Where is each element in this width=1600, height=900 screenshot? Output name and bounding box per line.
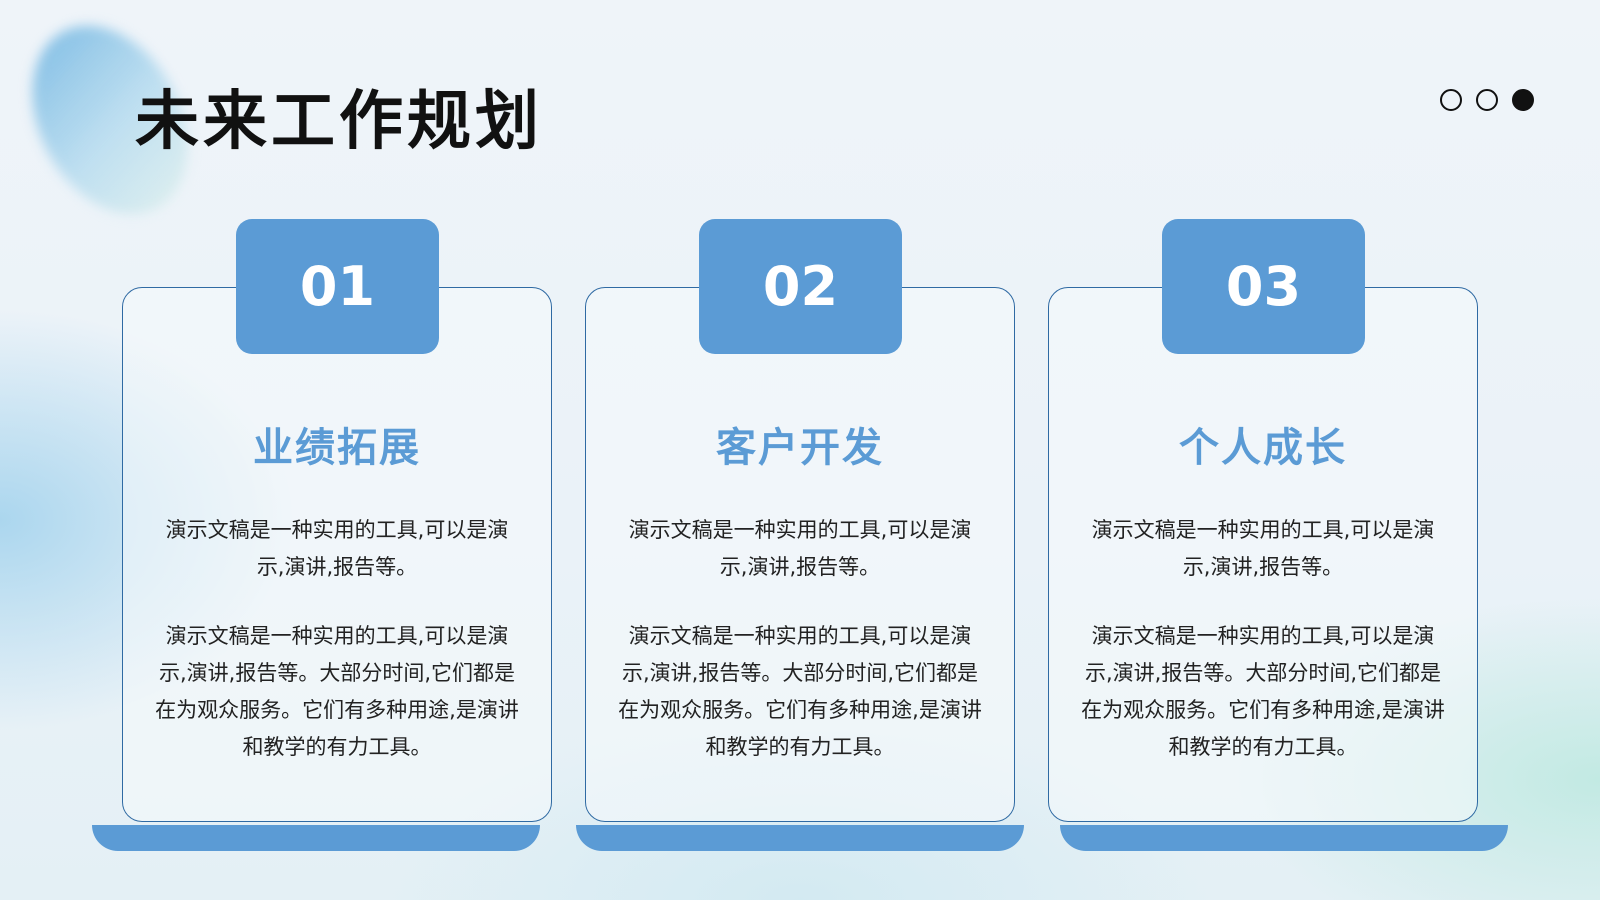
card-1-number: 01 xyxy=(236,219,439,354)
card-3-text-long: 演示文稿是一种实用的工具,可以是演示,演讲,报告等。大部分时间,它们都是在为观众… xyxy=(1081,624,1445,759)
card-2 xyxy=(585,287,1015,822)
card-3 xyxy=(1048,287,1478,822)
card-2-title: 客户开发 xyxy=(716,425,884,471)
card-3-base xyxy=(1060,825,1508,851)
card-1-base xyxy=(92,825,540,851)
card-2-base xyxy=(576,825,1024,851)
card-1-text-short: 演示文稿是一种实用的工具,可以是演示,演讲,报告等。 xyxy=(165,518,509,579)
card-2-text-long: 演示文稿是一种实用的工具,可以是演示,演讲,报告等。大部分时间,它们都是在为观众… xyxy=(618,624,982,759)
card-1-title: 业绩拓展 xyxy=(253,425,421,471)
slide-pager xyxy=(1440,89,1534,111)
card-3-text-short: 演示文稿是一种实用的工具,可以是演示,演讲,报告等。 xyxy=(1091,518,1435,579)
card-1-text-long: 演示文稿是一种实用的工具,可以是演示,演讲,报告等。大部分时间,它们都是在为观众… xyxy=(155,624,519,759)
card-3-number: 03 xyxy=(1162,219,1365,354)
pager-dot-3-active[interactable] xyxy=(1512,89,1534,111)
card-1 xyxy=(122,287,552,822)
pager-dot-1[interactable] xyxy=(1440,89,1462,111)
card-3-title: 个人成长 xyxy=(1179,425,1347,471)
pager-dot-2[interactable] xyxy=(1476,89,1498,111)
page-title: 未来工作规划 xyxy=(135,85,543,159)
card-2-number: 02 xyxy=(699,219,902,354)
card-2-text-short: 演示文稿是一种实用的工具,可以是演示,演讲,报告等。 xyxy=(628,518,972,579)
